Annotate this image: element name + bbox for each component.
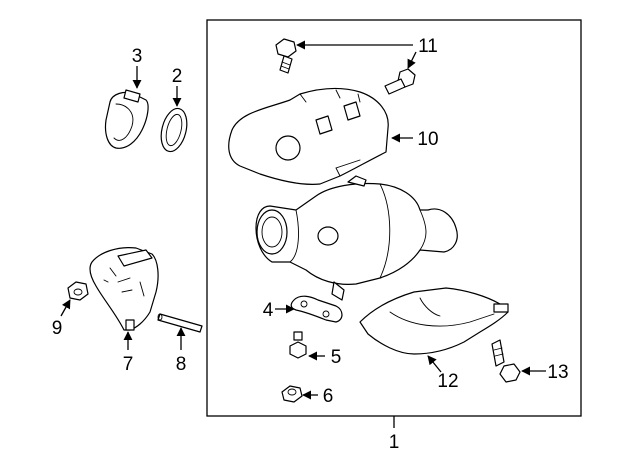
nut-9 xyxy=(67,281,89,301)
bolt-11 xyxy=(275,38,297,74)
callout-6: 6 xyxy=(323,386,334,407)
callout-5: 5 xyxy=(331,347,342,368)
nut-6 xyxy=(281,385,303,403)
callout-11: 11 xyxy=(418,36,438,57)
gasket-2 xyxy=(160,107,188,153)
bracket-7 xyxy=(89,247,159,331)
callout-8: 8 xyxy=(176,354,187,375)
stud-5 xyxy=(289,331,307,359)
lower-heat-shield-12 xyxy=(359,287,509,355)
bolt-13 xyxy=(491,339,521,383)
callout-9: 9 xyxy=(52,318,63,339)
pin-8 xyxy=(157,313,203,333)
bolt-11b xyxy=(384,68,416,95)
callout-10: 10 xyxy=(417,129,438,150)
callout-4: 4 xyxy=(263,300,274,321)
clamp-3 xyxy=(104,89,149,149)
callout-3: 3 xyxy=(132,46,143,67)
bracket-4 xyxy=(290,295,343,323)
callout-13: 13 xyxy=(547,362,568,383)
callout-2: 2 xyxy=(172,66,183,87)
leader-9 xyxy=(60,299,71,317)
callout-12: 12 xyxy=(437,371,458,392)
leader-11b xyxy=(407,51,417,69)
callout-1: 1 xyxy=(389,432,400,453)
catalytic-converter xyxy=(255,175,458,301)
callout-7: 7 xyxy=(123,354,134,375)
upper-heat-shield-10 xyxy=(228,87,389,185)
leader-12 xyxy=(427,355,442,373)
